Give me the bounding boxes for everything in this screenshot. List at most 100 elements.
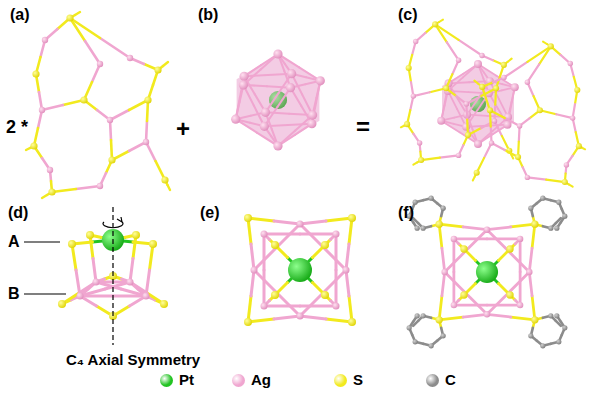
atom: [316, 76, 325, 85]
atom: [451, 236, 457, 242]
atom: [554, 313, 559, 318]
atom: [261, 303, 268, 310]
atom: [568, 61, 573, 66]
bond: [300, 293, 323, 316]
bond: [439, 20, 443, 22]
bond: [323, 270, 346, 293]
bond: [459, 40, 482, 56]
layer-label: B: [8, 285, 20, 303]
bond: [487, 293, 508, 314]
bond: [323, 247, 346, 270]
panel-label: (e): [200, 204, 220, 222]
atom: [564, 162, 569, 167]
atom: [286, 83, 295, 92]
atom: [479, 84, 485, 90]
bond: [70, 18, 100, 38]
atom: [143, 293, 150, 300]
atom: [421, 313, 426, 318]
bond: [277, 224, 300, 247]
bond: [346, 244, 349, 270]
bond: [463, 314, 487, 317]
atom: [260, 122, 269, 131]
atom: [244, 318, 252, 326]
atom: [404, 121, 410, 127]
bond: [504, 62, 527, 78]
atom: [97, 61, 103, 67]
panel-label: +: [176, 116, 190, 142]
bond: [263, 270, 266, 306]
atom: [418, 157, 424, 163]
atom: [161, 176, 168, 183]
bond: [519, 272, 522, 305]
atom: [531, 220, 538, 227]
atom: [30, 142, 37, 149]
rotation-arrow: [103, 222, 123, 228]
atom: [484, 226, 490, 232]
bond: [300, 221, 326, 224]
atom: [149, 240, 157, 248]
atom: [413, 339, 418, 344]
bond: [529, 248, 532, 272]
atom: [517, 123, 522, 128]
bond: [569, 184, 573, 186]
atom: [456, 153, 461, 158]
atom: [462, 123, 470, 131]
atom: [492, 118, 497, 123]
bond: [508, 59, 512, 62]
atom: [554, 226, 559, 231]
atom: [271, 241, 279, 249]
atom: [48, 188, 55, 195]
atom: [86, 231, 94, 239]
atom: [39, 107, 45, 113]
panel-label: =: [356, 114, 370, 140]
bond: [274, 316, 300, 319]
atom: [441, 333, 446, 338]
atom: [465, 132, 471, 138]
bond: [435, 24, 458, 40]
atom: [501, 62, 507, 68]
bond: [96, 282, 121, 289]
atom: [68, 240, 76, 248]
bond: [454, 238, 487, 241]
atom: [451, 302, 457, 308]
legend-swatch: [160, 374, 173, 387]
atom: [348, 318, 356, 326]
bond: [251, 270, 254, 296]
polyhedron-face: [442, 64, 514, 144]
bond: [445, 272, 466, 293]
atom: [297, 313, 304, 320]
bond: [52, 189, 76, 192]
atom: [93, 279, 100, 286]
atom: [261, 231, 268, 238]
ag12-icosahedron: [231, 49, 325, 150]
bond: [487, 227, 511, 230]
bond: [487, 230, 508, 251]
atom: [143, 139, 149, 145]
atom: [333, 303, 340, 310]
atom: [435, 220, 442, 227]
atom: [574, 87, 580, 93]
atom: [435, 316, 442, 323]
atom: [437, 117, 445, 125]
atom: [456, 58, 461, 63]
bond: [254, 270, 277, 293]
atom: [556, 200, 561, 205]
atom: [58, 300, 66, 308]
legend-text: C: [445, 372, 456, 389]
bond: [300, 233, 336, 236]
atom: [240, 72, 249, 81]
atom: [493, 85, 499, 91]
bond: [42, 105, 63, 110]
atom: [474, 60, 482, 68]
atom: [144, 96, 151, 103]
atom: [474, 170, 480, 176]
bond: [168, 185, 171, 190]
bond: [413, 321, 418, 326]
atom: [273, 49, 282, 58]
atom: [525, 175, 530, 180]
bond: [300, 305, 336, 308]
panel-label: (c): [398, 6, 418, 24]
atom: [525, 80, 530, 85]
atom: [108, 156, 115, 163]
bond: [463, 227, 487, 230]
